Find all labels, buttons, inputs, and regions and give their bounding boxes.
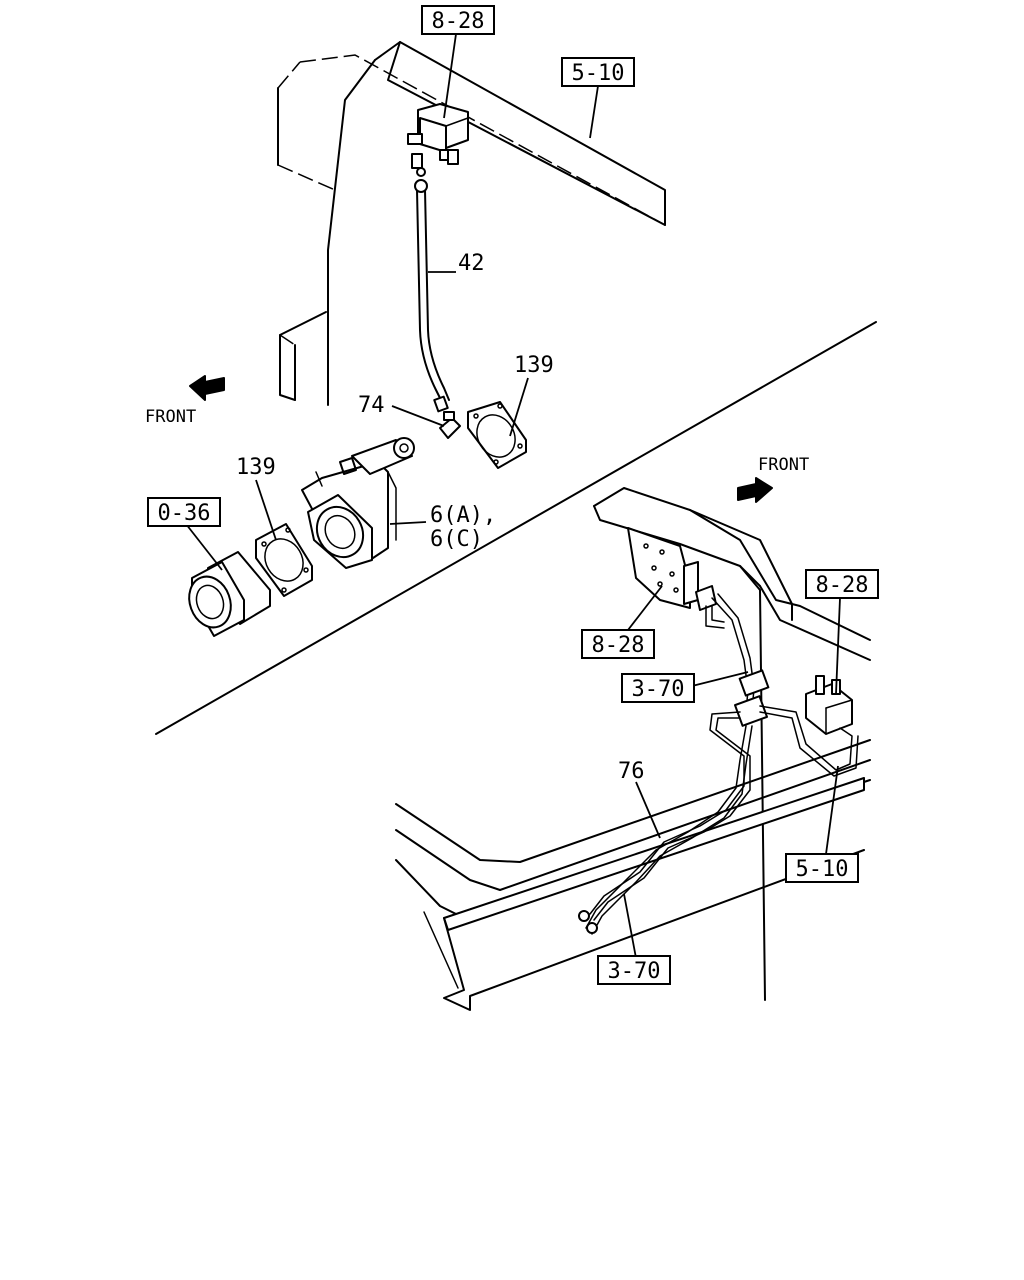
ref-box-right-3-70-b[interactable]: 3-70 bbox=[597, 955, 671, 985]
upper-frame-outline bbox=[277, 41, 666, 406]
callout-42: 42 bbox=[458, 251, 485, 276]
solenoid-valve-top bbox=[407, 103, 469, 177]
ref-box-right-8-28-b[interactable]: 8-28 bbox=[805, 569, 879, 599]
lower-frame-outline bbox=[395, 487, 871, 1011]
exhaust-brake-valve bbox=[301, 437, 415, 569]
mounting-bracket bbox=[627, 527, 717, 611]
ref-label: 0-36 bbox=[158, 501, 211, 526]
ref-label: 8-28 bbox=[592, 633, 645, 658]
ref-box-right-3-70-a[interactable]: 3-70 bbox=[621, 673, 695, 703]
pipe-42 bbox=[414, 179, 450, 413]
union-74 bbox=[439, 411, 461, 439]
ref-label: 8-28 bbox=[432, 9, 485, 34]
front-arrow-upper: FRONT bbox=[145, 375, 225, 427]
callout-139-left: 139 bbox=[236, 455, 276, 480]
view-separator-line bbox=[155, 321, 877, 735]
leader-lines bbox=[185, 33, 841, 959]
ref-label: 5-10 bbox=[572, 61, 625, 86]
callout-139-right: 139 bbox=[514, 353, 554, 378]
brake-tubes bbox=[578, 593, 859, 935]
front-label-upper: FRONT bbox=[145, 407, 196, 427]
ref-box-right-5-10[interactable]: 5-10 bbox=[785, 853, 859, 883]
callout-6c: 6(C) bbox=[430, 527, 483, 552]
ref-box-right-8-28-a[interactable]: 8-28 bbox=[581, 629, 655, 659]
ref-label: 5-10 bbox=[796, 857, 849, 882]
callout-74: 74 bbox=[358, 393, 385, 418]
callout-76: 76 bbox=[618, 759, 645, 784]
exhaust-adapter bbox=[188, 551, 271, 637]
ref-box-left-0-36[interactable]: 0-36 bbox=[147, 497, 221, 527]
ref-label: 3-70 bbox=[632, 677, 685, 702]
ref-box-top-8-28[interactable]: 8-28 bbox=[421, 5, 495, 35]
gasket-139-left bbox=[255, 523, 313, 597]
ref-label: 8-28 bbox=[816, 573, 869, 598]
ref-label: 3-70 bbox=[608, 959, 661, 984]
gasket-139-right bbox=[467, 401, 527, 469]
front-arrow-lower: FRONT bbox=[737, 455, 809, 503]
callout-6a: 6(A), bbox=[430, 503, 496, 528]
front-label-lower: FRONT bbox=[758, 455, 809, 475]
valve-block-right bbox=[805, 675, 853, 735]
ref-box-top-5-10[interactable]: 5-10 bbox=[561, 57, 635, 87]
